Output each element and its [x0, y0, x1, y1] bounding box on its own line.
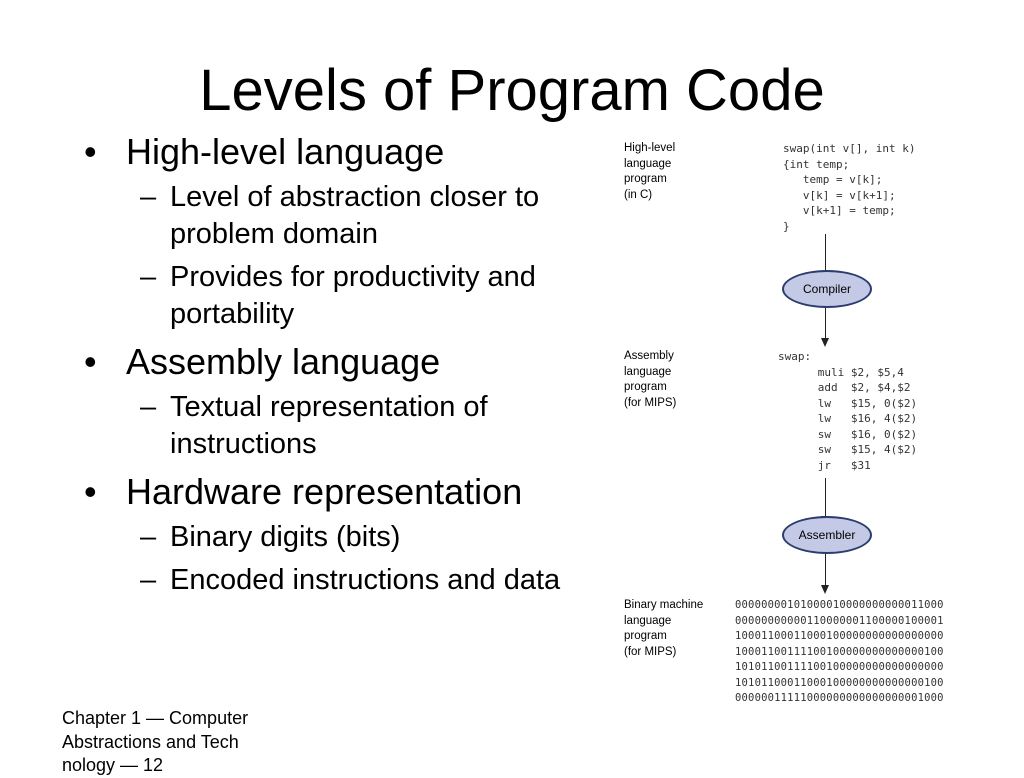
arrow-line: [825, 554, 826, 586]
footer-line: Abstractions and Tech: [62, 731, 239, 752]
sub-bullet-text: Binary digits (bits): [170, 521, 401, 553]
sub-bullet-text: Level of abstraction closer to problem d…: [170, 181, 540, 250]
arrow-line: [825, 478, 826, 518]
bullet-text: Hardware representation: [126, 471, 523, 512]
sub-bullet: – Level of abstraction closer to problem…: [84, 179, 584, 253]
compiler-oval: Compiler: [782, 270, 872, 308]
bullet-text: High-level language: [126, 131, 445, 172]
arrow-head: [821, 338, 829, 347]
binary-label: Binary machine language program (for MIP…: [624, 599, 704, 659]
sub-bullet-text: Textual representation of instructions: [170, 391, 488, 460]
bullet-mark: •: [84, 341, 97, 382]
sub-bullet: – Provides for productivity and portabil…: [84, 259, 584, 333]
arrow-line: [825, 234, 826, 273]
hll-label: High-level language program (in C): [624, 142, 676, 202]
sub-bullet-mark: –: [140, 521, 157, 553]
sub-bullet-mark: –: [140, 391, 157, 423]
assembler-oval: Assembler: [782, 516, 872, 554]
sub-bullet: – Encoded instructions and data: [84, 562, 584, 599]
slide-title: Levels of Program Code: [199, 58, 825, 123]
bullet-hardware: • Hardware representation: [84, 471, 584, 513]
mips-assembly-code: swap: muli $2, $5,4 add $2, $4,$2 lw $15…: [778, 350, 918, 472]
footer-line: nology — 12: [62, 755, 164, 775]
sub-bullet-mark: –: [140, 261, 157, 293]
sub-bullet-mark: –: [140, 564, 157, 596]
bullet-list: • High-level language – Level of abstrac…: [84, 131, 584, 599]
bullet-text: Assembly language: [126, 341, 441, 382]
sub-bullet: – Textual representation of instructions: [84, 389, 584, 463]
bullet-mark: •: [84, 471, 97, 512]
bullet-mark: •: [84, 131, 97, 172]
asm-label: Assembly language program (for MIPS): [624, 350, 677, 410]
c-code: swap(int v[], int k) {int temp; temp = v…: [783, 142, 916, 233]
slide-footer: Chapter 1 — Computer Abstractions and Te…: [62, 707, 302, 778]
sub-bullet-text: Encoded instructions and data: [170, 564, 561, 596]
arrow-line: [825, 308, 826, 339]
compilation-diagram: High-level language program (in C) swap(…: [620, 138, 1000, 718]
sub-bullet: – Binary digits (bits): [84, 519, 584, 556]
sub-bullet-text: Provides for productivity and portabilit…: [170, 261, 536, 330]
footer-line: Chapter 1 — Computer: [62, 708, 249, 728]
arrow-head: [821, 585, 829, 594]
binary-machine-code: 00000000101000010000000000011000 0000000…: [735, 599, 944, 704]
sub-bullet-mark: –: [140, 181, 157, 213]
bullet-assembly: • Assembly language: [84, 341, 584, 383]
bullet-high-level: • High-level language: [84, 131, 584, 173]
